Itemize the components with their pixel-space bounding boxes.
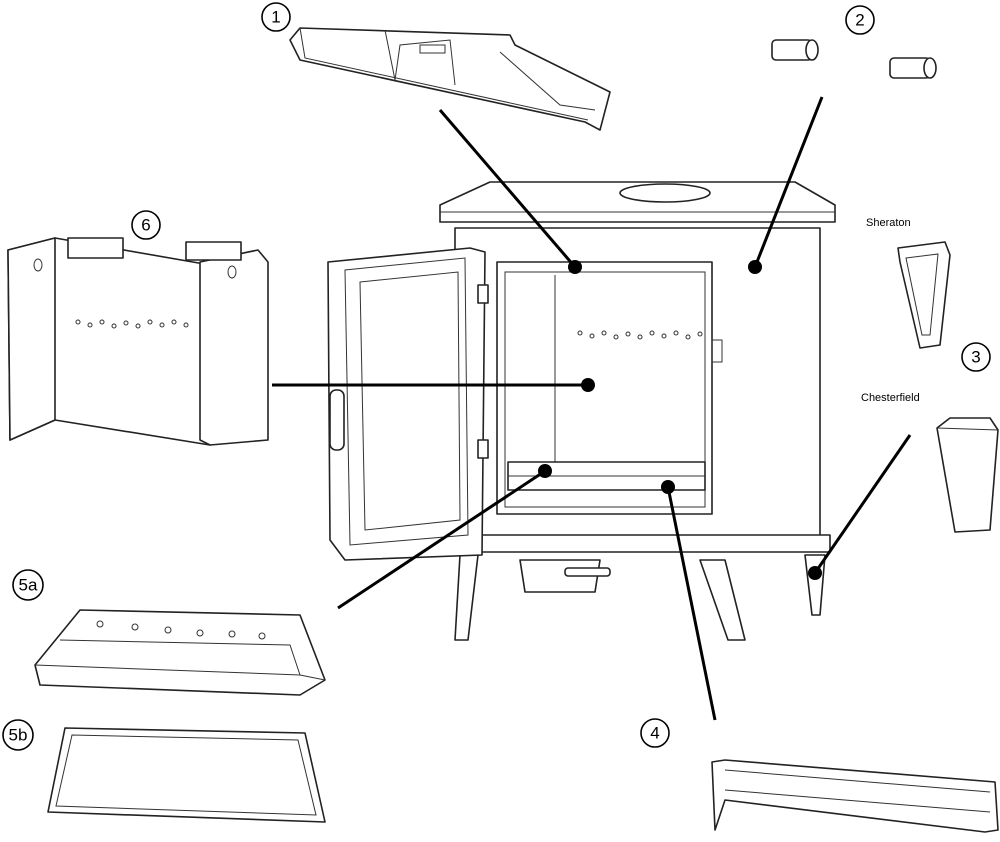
part-baffle — [289, 27, 611, 131]
callout-1: 1 — [261, 2, 291, 32]
callout-3: 3 — [961, 342, 991, 372]
stove-body — [439, 181, 836, 641]
callout-label: 2 — [855, 11, 864, 30]
part-leg-sheraton — [897, 241, 951, 349]
callout-6: 6 — [131, 210, 161, 240]
part-ash-pan — [34, 609, 326, 696]
callout-label: 4 — [650, 724, 659, 743]
part-fire-bricks — [7, 237, 269, 446]
caption-chesterfield: Chesterfield — [861, 392, 920, 404]
part-leg-chesterfield — [936, 417, 999, 533]
callout-label: 6 — [141, 216, 150, 235]
callout-5a: 5a — [12, 569, 44, 601]
callout-4: 4 — [640, 718, 670, 748]
callout-label: 5a — [19, 576, 38, 595]
part-ash-plate — [47, 727, 326, 823]
firebox-air-holes — [577, 330, 703, 340]
callout-5b: 5b — [2, 719, 34, 751]
callout-label: 1 — [271, 8, 280, 27]
leader-lines — [272, 96, 912, 721]
callout-label: 5b — [9, 726, 28, 745]
part-spacers — [771, 39, 937, 79]
stove-door — [327, 247, 489, 561]
caption-sheraton: Sheraton — [866, 217, 911, 229]
part-log-guard — [711, 759, 999, 833]
callout-2: 2 — [845, 5, 875, 35]
callout-label: 3 — [971, 348, 980, 367]
fire-brick-air-holes — [75, 319, 189, 329]
